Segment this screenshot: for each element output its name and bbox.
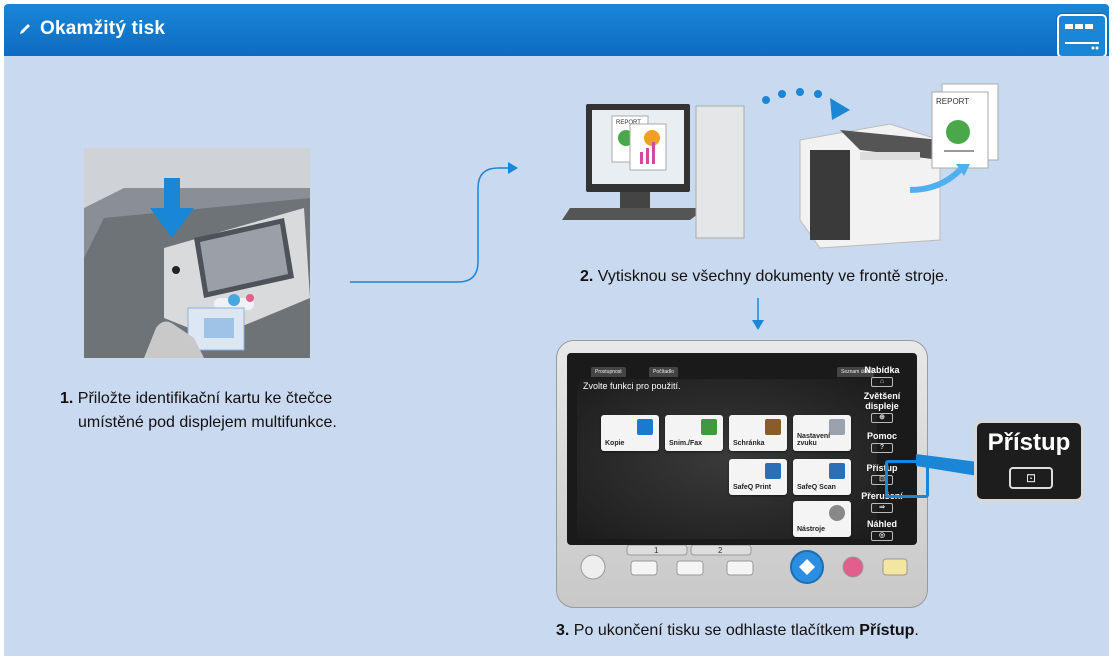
func-nastaveni-zvuku[interactable]: Nastavení zvuku bbox=[793, 415, 851, 451]
func-label: Snim./Fax bbox=[669, 440, 703, 447]
side-item-label: Přístup bbox=[866, 463, 898, 473]
func-label: Kopie bbox=[605, 440, 625, 447]
home-icon: ⌂ bbox=[871, 377, 893, 387]
side-item-nahled[interactable]: Náhled ◎ bbox=[853, 519, 911, 541]
tab-seznam-uloh[interactable]: Seznam úloh bbox=[837, 367, 875, 377]
screen-prompt: Zvolte funkci pro použití. bbox=[583, 381, 681, 391]
callout-connector bbox=[916, 454, 978, 476]
pc-to-printer-illustration: REPORT REPORT bbox=[562, 83, 999, 249]
preview-icon: ◎ bbox=[871, 531, 893, 541]
side-item-zvetseni-displeje[interactable]: Zvětšení displeje ⊕ bbox=[853, 391, 911, 423]
side-item-label: Náhled bbox=[866, 519, 897, 529]
step2-body: Vytisknou se všechny dokumenty ve frontě… bbox=[597, 268, 949, 285]
key-label-1: 1 bbox=[654, 546, 659, 555]
step3-end: . bbox=[914, 622, 919, 639]
step3-bold: Přístup bbox=[859, 622, 915, 639]
report-label-print: REPORT bbox=[936, 97, 969, 106]
step3-text: 3. Po ukončení tisku se odhlaste tlačítk… bbox=[556, 622, 919, 640]
side-item-label: Přerušení bbox=[861, 491, 903, 501]
func-label: SafeQ Print bbox=[733, 484, 772, 491]
side-item-label: Nabídka bbox=[864, 365, 900, 375]
help-icon: ? bbox=[871, 443, 893, 453]
down-arrow-icon bbox=[752, 298, 764, 330]
func-snim-fax[interactable]: Snim./Fax bbox=[665, 415, 723, 451]
side-item-pristup[interactable]: Přístup ⊡ bbox=[853, 463, 911, 485]
card-reader-illustration bbox=[84, 148, 310, 358]
safeq-print-icon bbox=[765, 463, 781, 479]
key-label-2: 2 bbox=[718, 546, 723, 555]
step1-text1: Přiložte identifikační kartu ke čtečce bbox=[77, 390, 333, 407]
panel-icon[interactable] bbox=[1057, 14, 1107, 58]
tab-prostupnost[interactable]: Prostupnost bbox=[591, 367, 626, 377]
scan-fax-icon bbox=[701, 419, 717, 435]
tab-pocitadlo[interactable]: Počítadlo bbox=[649, 367, 678, 377]
report-label-pc: REPORT bbox=[616, 120, 641, 126]
func-nastroje[interactable]: Nástroje bbox=[793, 501, 851, 537]
step3-body: Po ukončení tisku se odhlaste tlačítkem bbox=[573, 622, 855, 639]
step1-num: 1. bbox=[60, 390, 74, 407]
func-kopie[interactable]: Kopie bbox=[601, 415, 659, 451]
access-icon[interactable]: ⊡ bbox=[1009, 467, 1053, 489]
side-menu: Nabídka ⌂ Zvětšení displeje ⊕ Pomoc ? Př… bbox=[853, 353, 911, 545]
screen-tabs: Prostupnost Počítadlo Seznam úloh bbox=[577, 367, 877, 377]
step1-line1: 1. Přiložte identifikační kartu ke čtečc… bbox=[60, 390, 332, 408]
func-label: Nástroje bbox=[797, 526, 826, 533]
step1-line2: umístěné pod displejem multifunkce. bbox=[78, 414, 337, 431]
pristup-callout: Přístup ⊡ bbox=[974, 420, 1084, 502]
page-title: Okamžitý tisk bbox=[40, 18, 166, 39]
func-safeq-print[interactable]: SafeQ Print bbox=[729, 459, 787, 495]
side-item-preruseni[interactable]: Přerušení ⇒ bbox=[853, 491, 911, 513]
step3-num: 3. bbox=[556, 622, 570, 639]
mfp-screen: Prostupnost Počítadlo Seznam úloh Zvolte… bbox=[567, 353, 929, 545]
mfp-panel: Prostupnost Počítadlo Seznam úloh Zvolte… bbox=[556, 340, 929, 608]
zoom-icon: ⊕ bbox=[871, 413, 893, 423]
gear-icon bbox=[829, 505, 845, 521]
flow-connector bbox=[350, 162, 518, 283]
safeq-scan-icon bbox=[829, 463, 845, 479]
step2-num: 2. bbox=[580, 268, 594, 285]
callout-title: Přístup bbox=[987, 429, 1071, 456]
screen-main: Zvolte funkci pro použití. Kopie Snim./F… bbox=[577, 379, 877, 539]
side-item-nabidka[interactable]: Nabídka ⌂ bbox=[853, 365, 911, 387]
hardware-keys: 1 2 bbox=[580, 545, 908, 584]
copy-icon bbox=[637, 419, 653, 435]
side-item-pomoc[interactable]: Pomoc ? bbox=[853, 431, 911, 453]
interrupt-icon: ⇒ bbox=[871, 503, 893, 513]
func-label: Nastavení zvuku bbox=[797, 433, 831, 447]
func-schranka[interactable]: Schránka bbox=[729, 415, 787, 451]
access-icon: ⊡ bbox=[871, 475, 893, 485]
speaker-icon bbox=[829, 419, 845, 435]
func-safeq-scan[interactable]: SafeQ Scan bbox=[793, 459, 851, 495]
box-icon bbox=[765, 419, 781, 435]
pristup-highlight bbox=[885, 460, 929, 498]
header-bar: Okamžitý tisk bbox=[4, 4, 1109, 56]
side-item-label: Pomoc bbox=[866, 431, 897, 441]
step2-text: 2. Vytisknou se všechny dokumenty ve fro… bbox=[580, 268, 948, 286]
pencil-icon bbox=[20, 24, 30, 34]
side-item-label: Zvětšení displeje bbox=[863, 391, 901, 411]
func-label: SafeQ Scan bbox=[797, 484, 836, 491]
func-label: Schránka bbox=[733, 440, 765, 447]
